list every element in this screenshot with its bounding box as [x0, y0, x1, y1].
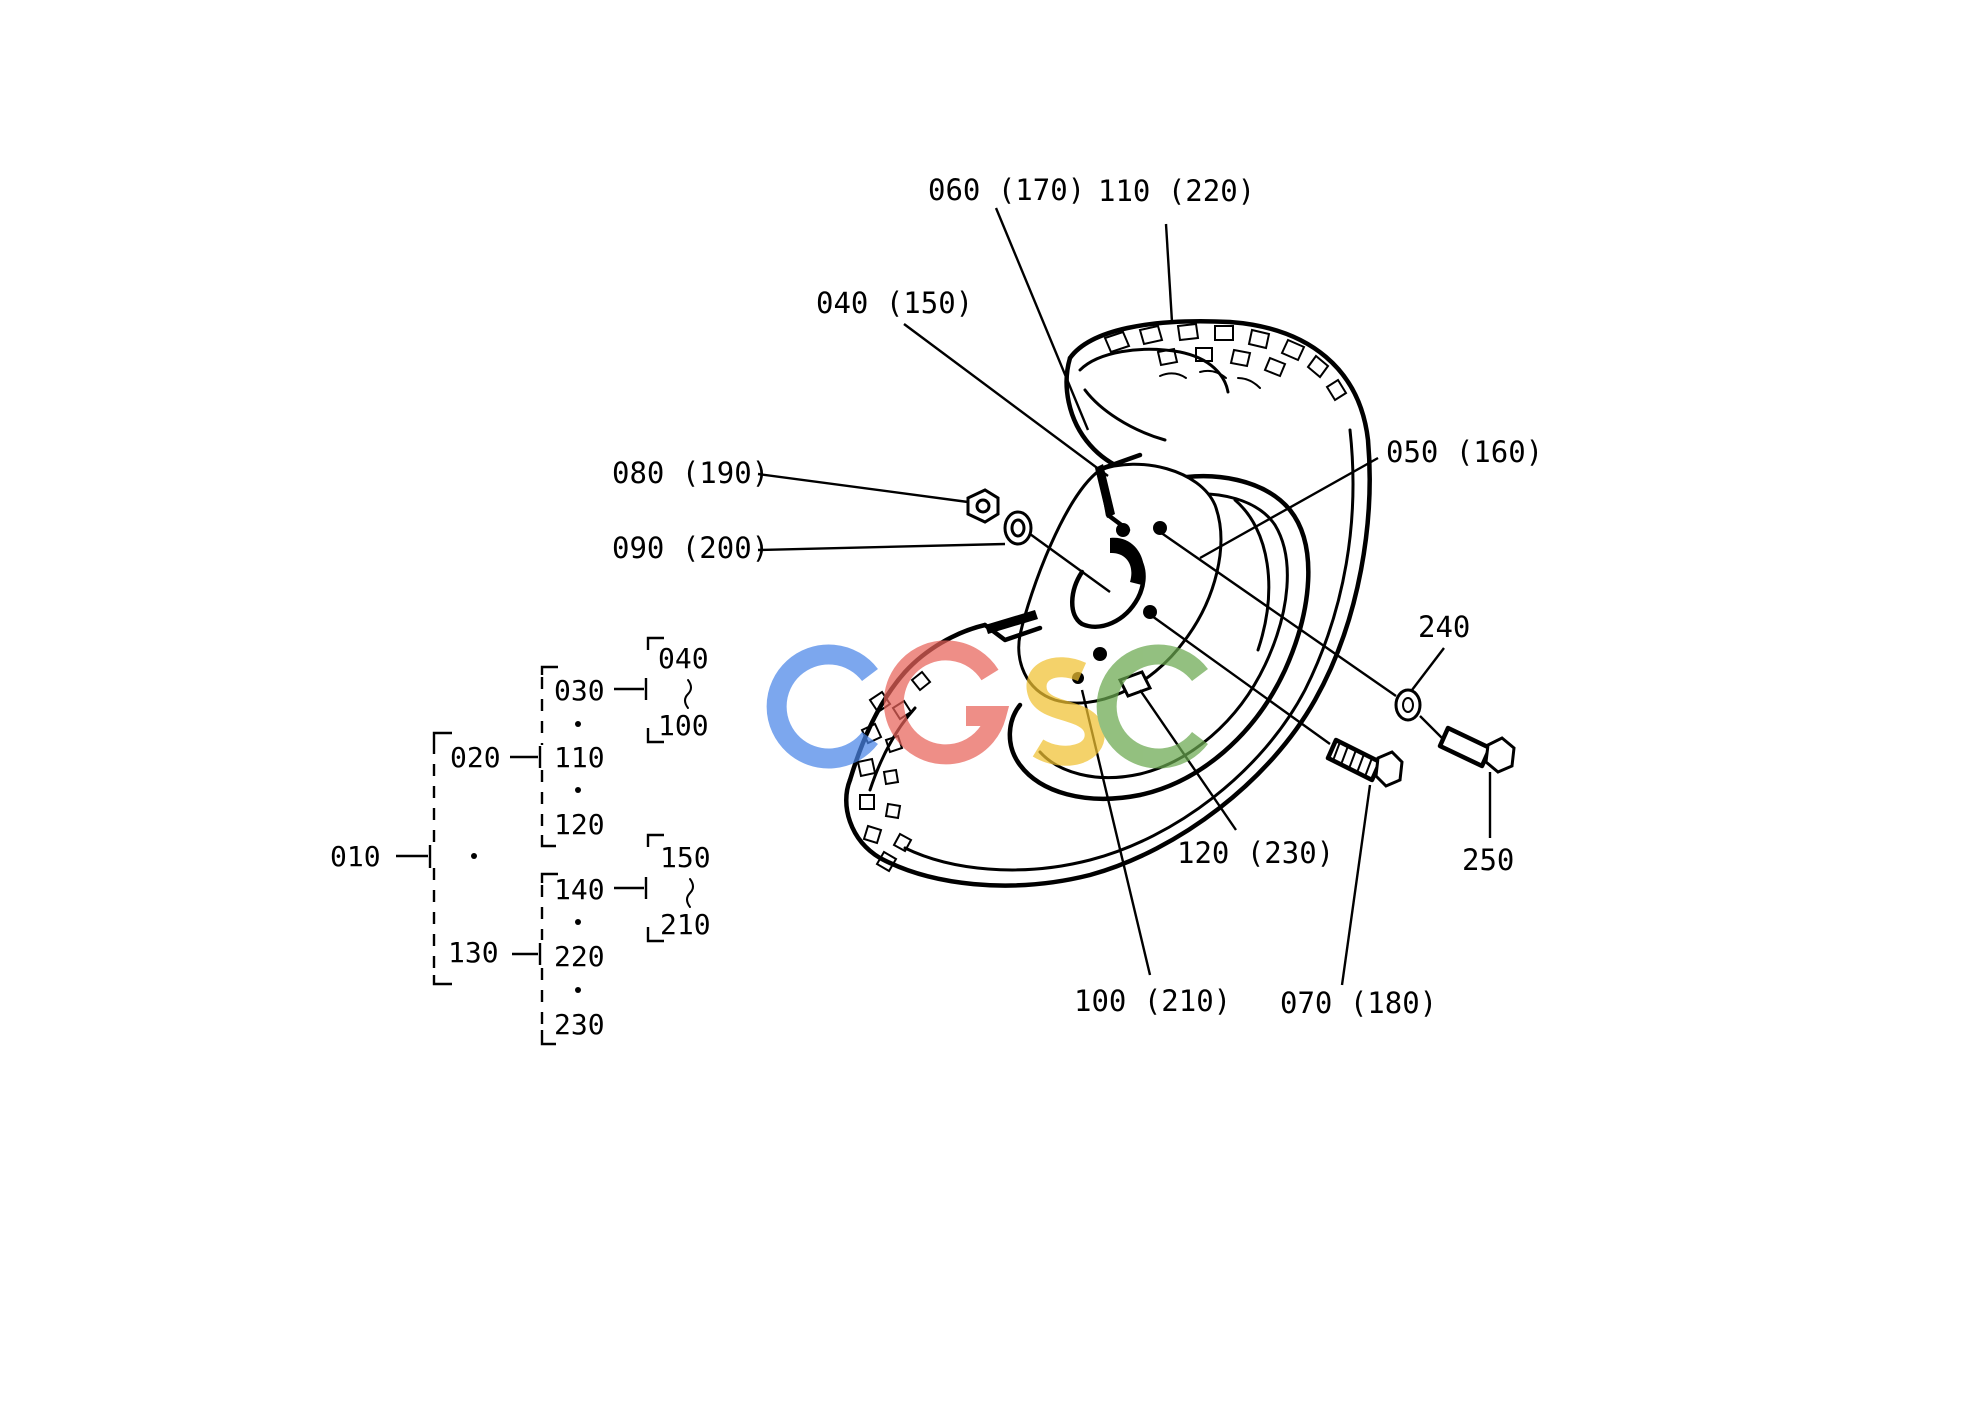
callout-100: 100 (210): [1074, 984, 1231, 1018]
bolt-250: [1437, 725, 1516, 774]
callout-080: 080 (190): [612, 456, 769, 490]
assembly-tree: 010 020 030 110 120 040 100 130: [330, 636, 711, 1046]
washer-240: [1394, 688, 1422, 722]
callout-250: 250: [1462, 843, 1514, 877]
tree-node-110: 110: [554, 741, 605, 774]
tree-node-210: 210: [660, 908, 711, 941]
tree-node-140: 140: [554, 873, 605, 906]
nut-080: [966, 488, 1000, 524]
tree-node-040: 040: [658, 642, 709, 675]
callout-240: 240: [1418, 610, 1470, 644]
callout-labels: 060 (170) 110 (220) 040 (150) 050 (160) …: [612, 173, 1543, 1020]
tree-node-010: 010: [330, 840, 381, 873]
tree-node-020: 020: [450, 741, 501, 774]
tree-node-230: 230: [554, 1008, 605, 1041]
tree-node-150: 150: [660, 841, 711, 874]
callout-120: 120 (230): [1177, 836, 1334, 870]
callout-050: 050 (160): [1386, 435, 1543, 469]
washer-090: [1003, 510, 1033, 546]
callout-040: 040 (150): [816, 286, 973, 320]
tree-node-220: 220: [554, 940, 605, 973]
tree-node-030: 030: [554, 674, 605, 707]
wheel-assembly-drawing: [844, 319, 1516, 888]
tree-node-100: 100: [658, 709, 709, 742]
tree-node-130: 130: [448, 936, 499, 969]
callout-060: 060 (170): [928, 173, 1085, 207]
watermark-logo: [766, 640, 1208, 769]
callout-110: 110 (220): [1098, 174, 1255, 208]
callout-090: 090 (200): [612, 531, 769, 565]
tree-node-120: 120: [554, 808, 605, 841]
bolt-070: [1325, 737, 1404, 788]
rim: [982, 452, 1311, 801]
callout-070: 070 (180): [1280, 986, 1437, 1020]
